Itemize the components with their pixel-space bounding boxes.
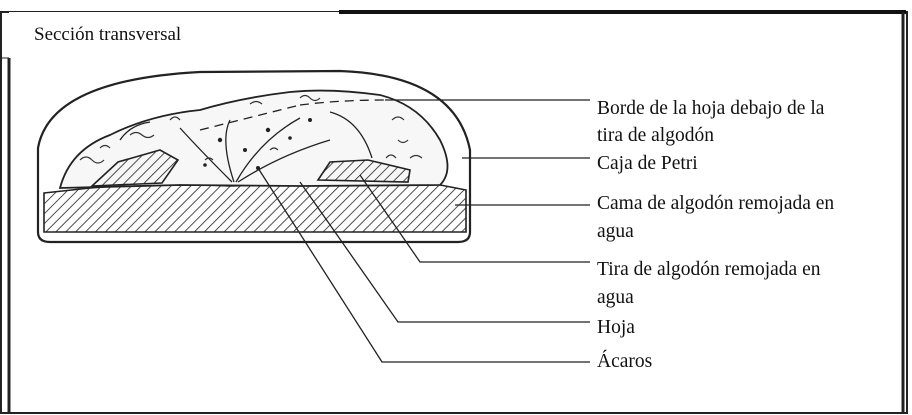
figure-frame [0,10,908,414]
mites [203,118,312,170]
leaf-texture [79,94,423,164]
label-cotton-bed-line2: agua [597,221,634,242]
label-leaf: Hoja [597,317,635,338]
leader-line-mites [257,167,590,363]
leader-lines [257,99,590,363]
leader-line-leaf [299,181,590,323]
label-cotton-strip-line2: agua [597,287,634,308]
leader-line-cotton-strip [359,174,590,263]
label-cotton-strip-line1: Tira de algodón remojada en [597,259,821,280]
cotton-strip-right [316,159,411,183]
label-petri-dish: Caja de Petri [597,153,698,174]
leaf-veins [119,99,386,183]
cotton-bed [43,179,467,233]
label-leaf-edge-line2: tira de algodón [597,125,714,146]
label-leaf-edge-line1: Borde de la hoja debajo de la [597,98,825,119]
label-mites: Ácaros [597,351,653,372]
label-cotton-bed-line1: Cama de algodón remojada en [597,193,835,214]
cotton-strip-left [89,149,180,187]
figure-title: Sección transversal [34,24,182,45]
